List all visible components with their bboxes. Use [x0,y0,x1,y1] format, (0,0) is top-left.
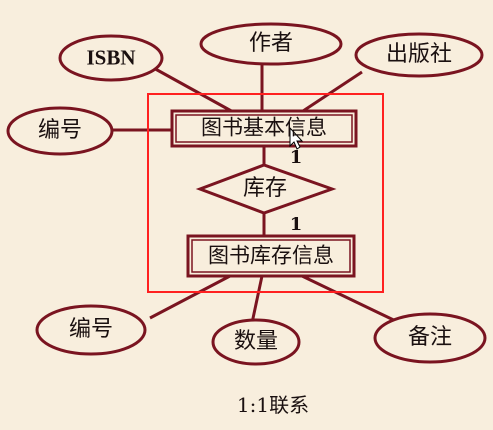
line-quantity [250,275,264,324]
attr-label-author: 作者 [248,31,294,56]
line-publisher [299,70,363,115]
attr-ellipse-publisher [354,32,484,78]
attr-ellipse-isbn [58,34,164,82]
attr-ellipse-top-id [6,106,114,156]
attr-ellipse-bottom-id [35,304,147,356]
attr-label-top-id: 编号 [37,118,83,143]
relationship-label: 库存 [242,176,288,201]
attr-ellipse-remark [373,312,487,364]
attr-label-bottom-id: 编号 [68,317,114,342]
entity-inner-bottom [191,239,351,273]
attr-label-publisher: 出版社 [385,42,453,67]
attr-label-isbn: ISBN [86,45,136,70]
attr-ellipse-author [199,22,343,66]
relationship-diamond [195,163,337,215]
entity-label-bottom: 图书库存信息 [208,243,334,268]
entity-box-bottom [186,234,356,278]
entity-box-top [170,109,358,148]
entity-label-top: 图书基本信息 [201,115,327,140]
attr-ellipse-quantity [211,318,301,366]
line-isbn [149,64,236,115]
attr-label-remark: 备注 [407,325,453,350]
highlight-box [147,93,384,293]
entity-inner-top [175,114,353,143]
cardinality-top: 1 [289,147,303,168]
attr-label-quantity: 数量 [233,329,279,354]
diagram-caption: 1:1联系 [236,393,310,417]
line-bottom-id [149,274,231,320]
cardinality-bottom: 1 [289,214,303,235]
line-remark [301,274,403,326]
mouse-cursor-icon [289,126,304,150]
